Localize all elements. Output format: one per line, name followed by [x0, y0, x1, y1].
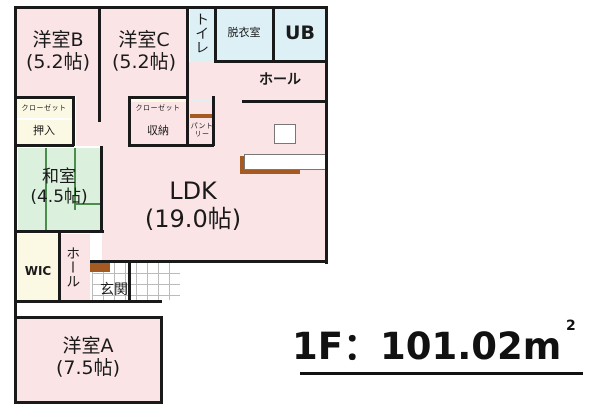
room-name: 洋室B — [32, 29, 84, 51]
room-label-japanese: 和室 (4.5帖) — [18, 167, 100, 207]
wall — [325, 6, 328, 264]
room-hall-lower — [60, 234, 90, 300]
wall — [214, 6, 217, 62]
room-name: LDK — [169, 177, 217, 205]
wall — [14, 300, 162, 303]
room-toilet — [190, 8, 214, 62]
room-label-oshiire: 押入 — [33, 124, 55, 137]
wall — [14, 144, 74, 147]
wall — [160, 316, 163, 404]
tatami-line — [45, 148, 47, 230]
wall — [186, 6, 189, 146]
wall — [14, 96, 74, 99]
room-closet-b — [16, 100, 72, 118]
wall — [14, 401, 163, 404]
room-label-bath: UB — [285, 22, 315, 44]
tatami-line — [74, 203, 100, 205]
room-label-western-a: 洋室A (7.5帖) — [18, 335, 158, 380]
wall — [128, 96, 131, 146]
wall — [72, 96, 75, 146]
room-wic — [18, 234, 58, 300]
room-label-storage: 収納 — [147, 124, 169, 137]
wall — [98, 6, 101, 122]
room-label-wic: WIC — [24, 264, 52, 278]
room-label-western-c: 洋室C (5.2帖) — [102, 29, 186, 74]
total-area-superscript: 2 — [566, 318, 576, 334]
wall — [214, 60, 326, 63]
room-western-b — [16, 8, 100, 96]
room-oshiire — [16, 120, 72, 144]
room-size: (5.2帖) — [25, 50, 91, 73]
room-label-ldk: LDK (19.0帖) — [128, 177, 258, 233]
room-size: (7.5帖) — [55, 356, 121, 379]
wall — [242, 100, 326, 103]
room-japanese — [18, 148, 100, 230]
kitchen-counter — [244, 154, 326, 170]
total-area-underline — [300, 372, 583, 375]
room-dressing — [216, 8, 272, 60]
kitchen-counter-side — [240, 156, 244, 174]
room-name: 洋室C — [118, 29, 170, 51]
room-label-closet-b: クローゼット — [21, 104, 67, 112]
wall — [14, 316, 162, 319]
wall — [128, 262, 131, 300]
room-ldk-lower — [102, 146, 192, 262]
room-label-toilet: トイレ — [193, 12, 210, 54]
room-size: (4.5帖) — [30, 186, 88, 207]
room-name: 洋室A — [62, 335, 114, 357]
wall — [212, 96, 215, 146]
wall — [128, 144, 214, 147]
refrigerator — [274, 124, 296, 144]
shoe-cabinet — [90, 262, 110, 272]
wall — [128, 96, 186, 99]
room-label-western-b: 洋室B (5.2帖) — [18, 29, 98, 74]
room-western-a — [16, 318, 160, 402]
room-label-hall-upper: ホール — [259, 72, 301, 88]
room-hall-upper — [186, 62, 326, 102]
room-size: (5.2帖) — [111, 50, 177, 73]
room-bath — [274, 8, 326, 60]
room-size: (19.0帖) — [144, 204, 242, 233]
tatami-line — [74, 148, 76, 210]
room-western-c — [100, 8, 186, 96]
room-label-pantry: パントリー — [190, 122, 214, 139]
wall — [272, 6, 275, 62]
room-label-dressing: 脱衣室 — [227, 26, 261, 39]
kitchen-counter-edge — [240, 170, 300, 174]
total-area-label: 1F：101.02m — [292, 325, 562, 368]
wall — [14, 6, 17, 242]
pantry-shelf — [190, 114, 214, 118]
wall — [58, 230, 61, 300]
wall — [100, 146, 103, 230]
wall — [90, 260, 328, 263]
room-label-closet-c: クローゼット — [135, 104, 181, 112]
room-label-entrance: 玄関 — [100, 282, 128, 298]
room-label-hall-lower: ホール — [64, 246, 81, 288]
room-name: 和室 — [42, 167, 76, 187]
wall — [14, 6, 328, 9]
